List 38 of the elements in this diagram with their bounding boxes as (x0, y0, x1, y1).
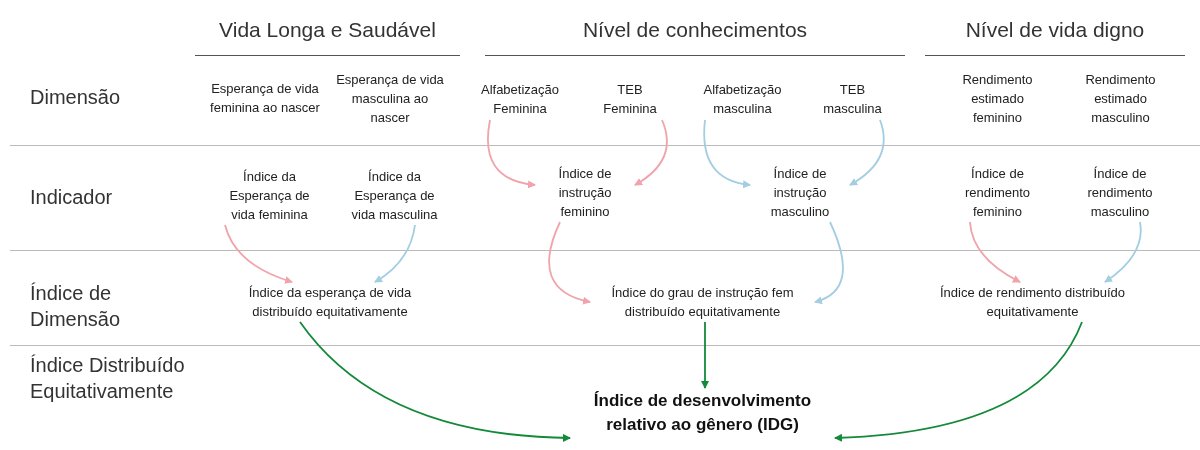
index-text: Índice de rendimento distribuído equitativamente (940, 282, 1125, 322)
arrow (487, 119, 536, 189)
column-heading: Nível de vida digno (964, 17, 1146, 43)
row-heading: Dimensão (30, 85, 121, 110)
arrow (969, 221, 1021, 283)
result-text: Índice de desenvolvimento relativo ao gênero (IDG) (570, 388, 835, 438)
index-text: Esperança de vida masculina ao nascer (334, 68, 446, 128)
arrow (634, 119, 668, 186)
arrow (703, 119, 751, 188)
arrow (374, 224, 416, 283)
index-text: Alfabetização Feminina (470, 78, 570, 120)
index-text: TEB masculina (815, 78, 890, 120)
index-text: Alfabetização masculina (690, 78, 795, 120)
index-text: Índice de rendimento feminino (945, 162, 1050, 222)
index-text: Rendimento estimado masculino (1073, 68, 1168, 128)
row-heading: Indicador (30, 185, 113, 210)
arrow (814, 221, 844, 304)
arrow (548, 221, 591, 305)
arrow (701, 321, 709, 389)
arrow (849, 119, 885, 186)
arrow (1104, 221, 1142, 283)
index-text: Índice de instrução masculino (750, 162, 850, 222)
index-text: TEB Feminina (590, 78, 670, 120)
arrow (299, 321, 571, 442)
index-text: Índice de instrução feminino (535, 162, 635, 222)
row-heading: Índice de Dimensão (30, 281, 122, 332)
column-heading: Vida Longa e Saudável (218, 17, 437, 43)
arrow (224, 224, 293, 284)
index-text: Índice da esperança de vida distribuído equitativamente (225, 282, 435, 322)
index-text: Índice da Esperança de vida masculina (342, 165, 447, 225)
row-heading: Índice Distribuído Equitativamente (30, 353, 186, 404)
arrow (834, 321, 1083, 442)
index-text: Esperança de vida feminina ao nascer (209, 68, 321, 128)
column-heading: Nível de conhecimentos (581, 17, 809, 43)
index-text: Índice de rendimento masculino (1065, 162, 1175, 222)
index-text: Índice da Esperança de vida feminina (217, 165, 322, 225)
index-text: Rendimento estimado feminino (950, 68, 1045, 128)
index-text: Índice do grau de instrução fem distribuído equitativamente (590, 282, 815, 322)
